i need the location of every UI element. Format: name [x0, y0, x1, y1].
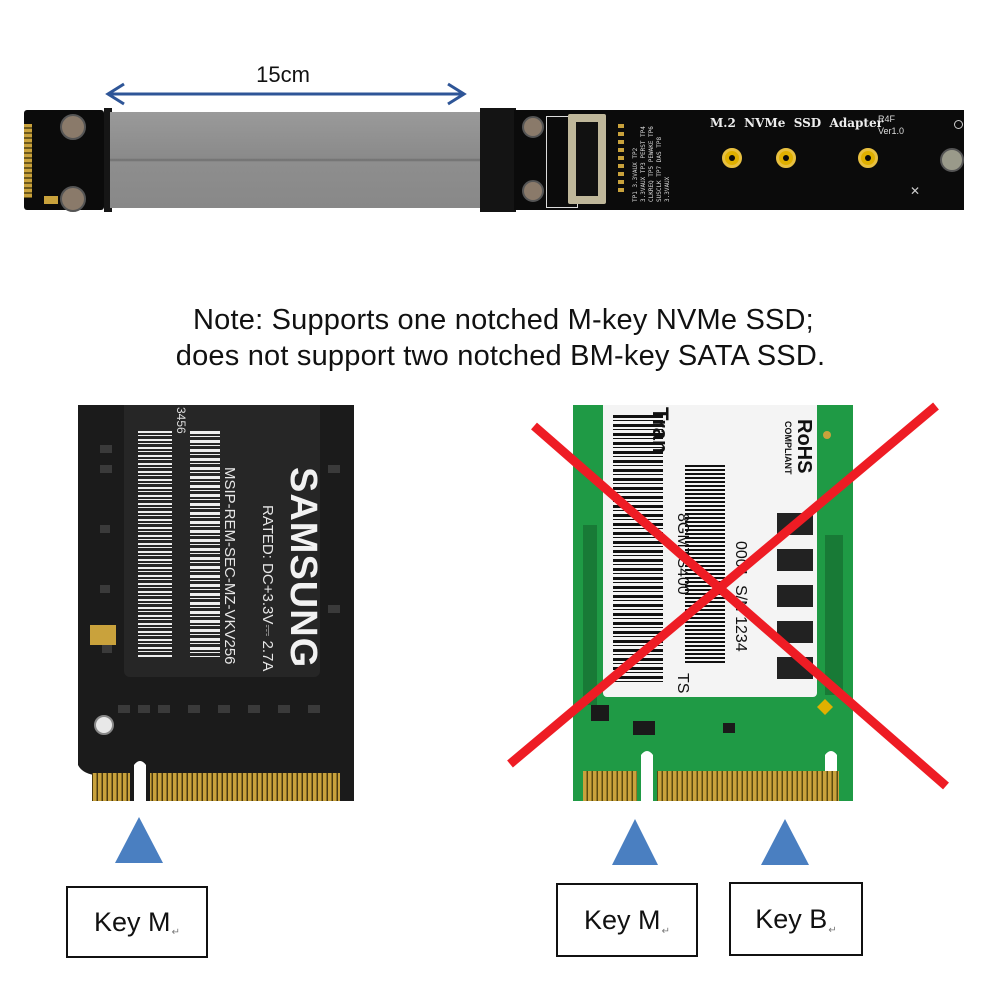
sata-key-m-label: Key M↵: [556, 883, 698, 957]
adapter-cable: TP1 3.3VAUX TP2 3.3VAUX TP3 PERST TP4 CL…: [18, 108, 968, 212]
mount-hole-icon: [522, 180, 544, 202]
ribbon-shroud-left: [104, 108, 112, 212]
key-m-indicator-icon: [612, 819, 658, 865]
mount-hole-icon: [60, 114, 86, 140]
mount-hole-icon: [522, 116, 544, 138]
weee-bin-icon: ✕: [910, 184, 921, 198]
sata-key-b-text: Key B: [755, 903, 828, 934]
silkscreen-line: TP1 3.3VAUX: [632, 162, 639, 202]
gold-fingers: [24, 124, 32, 198]
screw-icon: [940, 148, 964, 172]
nvme-label-sticker: 3456 MSIP-REM-SEC-MZ-VKV256 RATED: DC+3.…: [124, 405, 324, 677]
not-supported-cross-icon: [507, 402, 949, 790]
adapter-version: Ver1.0: [878, 126, 905, 136]
sata-ssd: Tran TS 8GMTS400 S/N 1234 0001 RoHS COMP…: [573, 405, 853, 801]
note-line-1: Note: Supports one notched M-key NVMe SS…: [193, 304, 814, 336]
sata-label-sticker: Tran TS 8GMTS400 S/N 1234 0001 RoHS COMP…: [603, 405, 817, 697]
mount-hole-icon: [60, 186, 86, 212]
sata-key-b-label: Key B↵: [729, 882, 863, 956]
ribbon-shroud-right: [480, 108, 516, 212]
standoff-hole-icon: [722, 148, 742, 168]
barcode-icon: [190, 431, 220, 657]
small-hole-icon: [954, 120, 963, 129]
adapter-title: M.2 NVMe SSD Adapter: [710, 116, 883, 130]
silkscreen-line: TP5 PEWAKE: [648, 140, 655, 177]
host-connector-board: [24, 110, 104, 212]
barcode-icon: [138, 431, 172, 657]
adapter-board: TP1 3.3VAUX TP2 3.3VAUX TP3 PERST TP4 CL…: [514, 110, 964, 210]
paragraph-mark-icon: ↵: [171, 927, 180, 938]
nvme-key-m-label: Key M↵: [66, 886, 208, 958]
silkscreen-line: TP7 DAS: [656, 151, 663, 177]
adapter-revision: R4F: [878, 114, 896, 124]
component-pads: [44, 196, 58, 204]
key-m-indicator-icon: [115, 817, 163, 863]
nvme-model: MSIP-REM-SEC-MZ-VKV256: [221, 467, 238, 665]
paragraph-mark-icon: ↵: [661, 926, 670, 937]
note-line-2: does not support two notched BM-key SATA…: [175, 340, 826, 372]
standoff-hole-icon: [776, 148, 796, 168]
standoff-hole-icon: [858, 148, 878, 168]
length-arrow: [105, 82, 467, 106]
ribbon-cable: [110, 112, 482, 208]
silkscreen-line: TP3 PERST: [640, 140, 647, 174]
m2-socket: [568, 114, 606, 204]
via-pads: [618, 124, 624, 196]
silkscreen-testpoints: TP1 3.3VAUX TP2 3.3VAUX TP3 PERST TP4 CL…: [632, 122, 694, 202]
nvme-ssd: 3456 MSIP-REM-SEC-MZ-VKV256 RATED: DC+3.…: [78, 405, 354, 801]
length-label: 15cm: [256, 62, 310, 87]
nvme-key-m-text: Key M: [94, 906, 171, 937]
key-b-indicator-icon: [761, 819, 809, 865]
nvme-rating: RATED: DC+3.3V⎓ 2.7A: [259, 505, 276, 672]
sata-key-m-text: Key M: [584, 904, 661, 935]
nvme-serial-fragment: 3456: [174, 407, 188, 434]
nvme-brand: SAMSUNG: [282, 467, 324, 669]
paragraph-mark-icon: ↵: [828, 925, 837, 936]
